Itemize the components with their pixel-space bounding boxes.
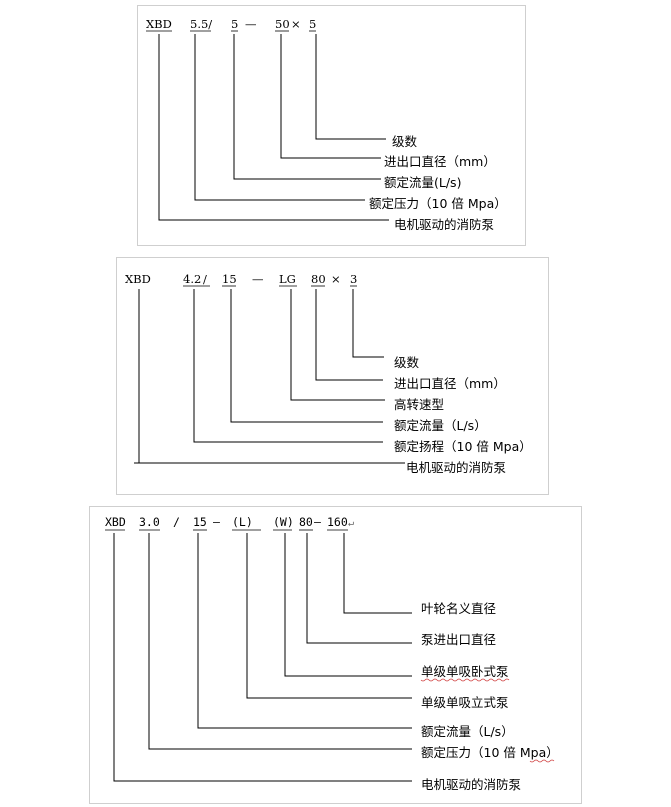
code-seg-type: LG xyxy=(279,272,296,286)
label-impeller-diameter: 叶轮名义直径 xyxy=(421,601,496,616)
code-seg-slash: / xyxy=(173,515,180,529)
code-seg-horizontal: (W) xyxy=(273,515,294,529)
leader-vertical-pump xyxy=(246,533,412,699)
code-seg-flow: 5 xyxy=(231,17,238,31)
code-seg-slash: / xyxy=(203,272,207,286)
leader-diameter xyxy=(315,289,383,381)
code-seg-pressure: 3.0 xyxy=(139,515,160,529)
label-stages: 级数 xyxy=(394,355,420,370)
leader-head xyxy=(193,289,383,443)
label-inlet-outlet-diameter: 进出口直径（mm） xyxy=(394,376,506,391)
label-pump-inlet-outlet-diameter: 泵进出口直径 xyxy=(421,632,496,647)
leader-series xyxy=(113,533,412,782)
label-electric-fire-pump: 电机驱动的消防泵 xyxy=(421,777,521,792)
code-seg-head: 4.2 xyxy=(183,272,201,286)
label-inlet-outlet-diameter: 进出口直径（mm） xyxy=(384,154,496,169)
code-seg-times: × xyxy=(331,272,341,286)
leader-high-speed xyxy=(290,289,385,401)
diagram-3: XBD 3.0 / 15 — (L) (W) 80 — 160 ↵ 叶 xyxy=(105,515,559,792)
label-electric-fire-pump: 电机驱动的消防泵 xyxy=(394,217,494,232)
leader-lines xyxy=(113,533,412,782)
code-seg-series: XBD xyxy=(105,515,126,529)
diagram-1: XBD 5.5/ 5 — 50 × 5 级数 进出口直径（mm） 额定流量(L/… xyxy=(146,17,507,232)
return-mark: ↵ xyxy=(348,518,354,529)
code-seg-dash: — xyxy=(252,272,264,286)
label-rated-flow: 额定流量(L/s) xyxy=(384,175,461,190)
code-seg-stages: 3 xyxy=(350,272,357,286)
label-rated-pressure: 额定压力（10 倍 Mpa） xyxy=(369,196,507,211)
leader-pump-diameter xyxy=(306,533,412,644)
label-stages: 级数 xyxy=(392,134,418,149)
leader-lines xyxy=(134,289,405,464)
diagram-panel-1 xyxy=(137,5,526,246)
label-horizontal-pump: 单级单吸卧式泵 xyxy=(421,664,509,679)
label-vertical-pump: 单级单吸立式泵 xyxy=(421,695,509,710)
leader-pressure xyxy=(148,533,412,750)
code-seg-diameter: 50 xyxy=(275,17,290,31)
leader-lines xyxy=(158,34,389,221)
leader-flow xyxy=(197,533,412,729)
diagram-panel-2 xyxy=(116,257,549,495)
leader-impeller-diameter xyxy=(343,533,412,614)
code-seg-vertical: (L) xyxy=(232,515,253,529)
diagram-2: XBD 4.2 / 15 — LG 80 × 3 级数 进出口直径（mm） 高转… xyxy=(125,272,532,475)
leader-pressure xyxy=(194,34,365,201)
leader-horizontal-pump xyxy=(284,533,412,677)
code-seg-flow: 15 xyxy=(193,515,207,529)
code-seg-diameter: 80 xyxy=(299,515,313,529)
label-high-speed-type: 高转速型 xyxy=(394,397,444,412)
leader-diameter xyxy=(280,34,381,159)
code-seg-flow: 15 xyxy=(222,272,237,286)
label-electric-fire-pump: 电机驱动的消防泵 xyxy=(406,460,506,475)
code-seg-series: XBD xyxy=(146,17,172,31)
label-rated-pressure: 额定压力（10 倍 Mpa） xyxy=(421,745,559,760)
label-rated-flow: 额定流量（L/s） xyxy=(421,724,514,739)
code-seg-dash: — xyxy=(213,515,220,529)
leader-flow xyxy=(230,289,383,423)
code-seg-times: × xyxy=(291,17,301,31)
leader-stages xyxy=(352,289,384,358)
code-seg-dash: — xyxy=(245,17,257,31)
leader-stages xyxy=(315,34,386,140)
code-seg-series: XBD xyxy=(125,272,151,286)
code-seg-pressure: 5.5/ xyxy=(190,17,212,31)
leader-flow xyxy=(233,34,381,180)
code-seg-impeller: 160 xyxy=(327,515,348,529)
code-seg-stages: 5 xyxy=(309,17,316,31)
label-rated-head: 额定扬程（10 倍 Mpa） xyxy=(394,439,532,454)
leader-series xyxy=(138,289,405,464)
diagram-panel-3 xyxy=(89,506,582,804)
leader-series xyxy=(158,34,389,221)
spellcheck-underlines xyxy=(420,678,555,763)
code-seg-diameter: 80 xyxy=(311,272,326,286)
label-rated-flow: 额定流量（L/s） xyxy=(394,418,487,433)
code-seg-dash2: — xyxy=(314,515,321,529)
